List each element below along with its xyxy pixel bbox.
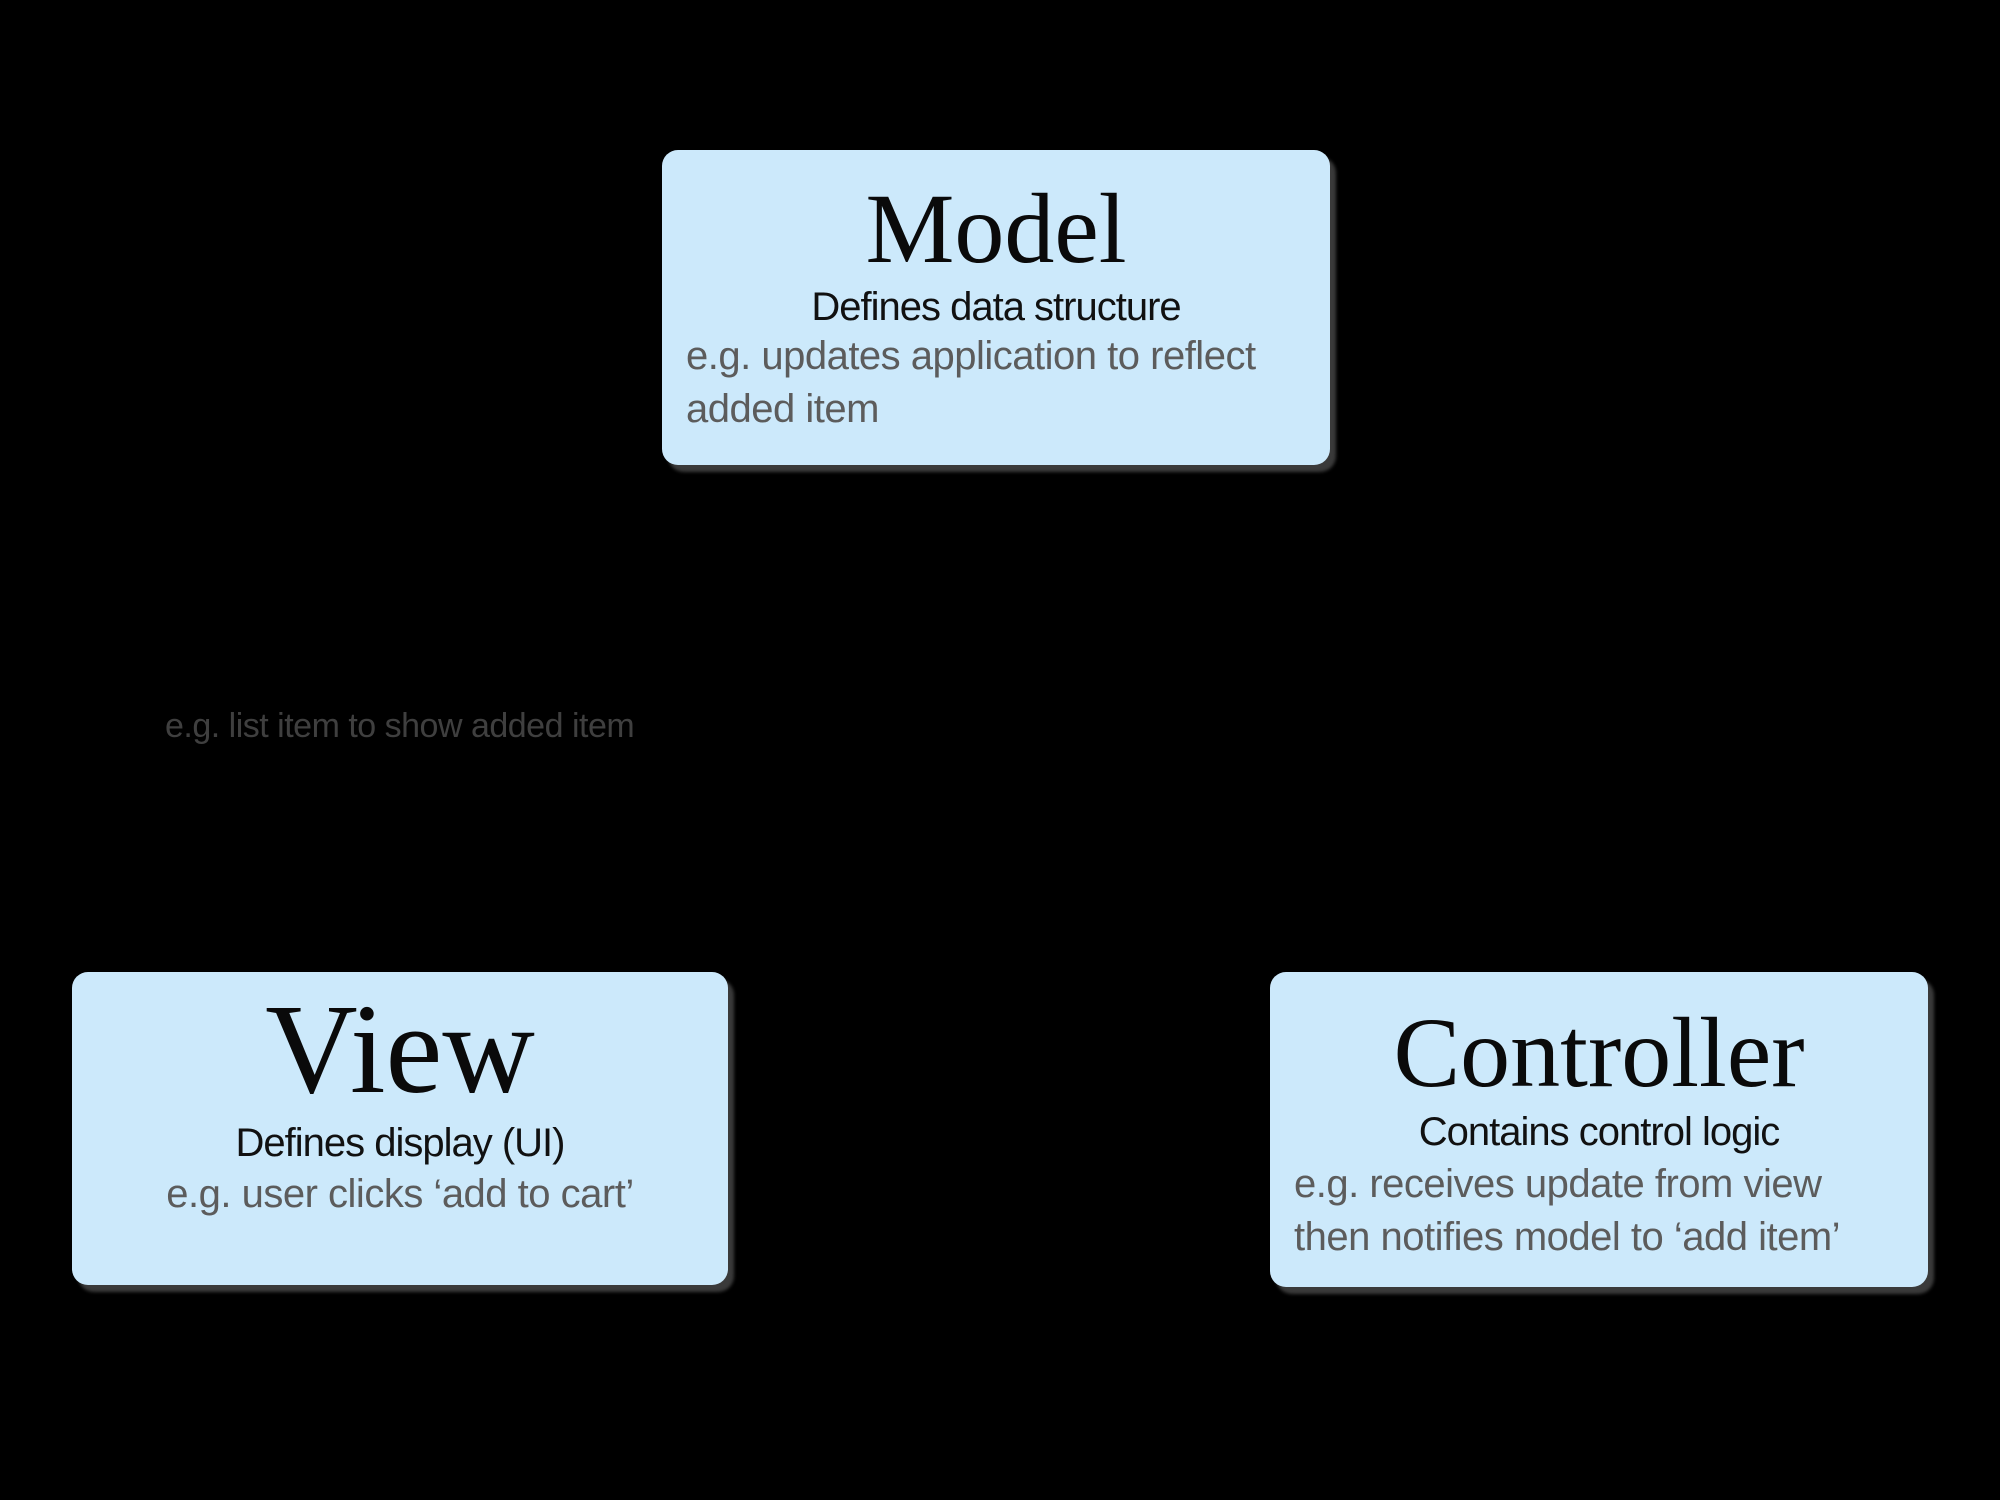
view-update-example-label: e.g. list item to show added item xyxy=(165,707,635,745)
model-box: Model Defines data structure e.g. update… xyxy=(662,150,1330,465)
view-box: View Defines display (UI) e.g. user clic… xyxy=(72,972,728,1285)
controller-box: Controller Contains control logic e.g. r… xyxy=(1270,972,1928,1287)
view-box-title: View xyxy=(265,978,535,1120)
controller-box-example: e.g. receives update from view then noti… xyxy=(1270,1158,1928,1264)
model-box-example-line: added item xyxy=(686,387,879,431)
model-box-subtitle: Defines data structure xyxy=(811,285,1181,329)
controller-box-example-line: e.g. receives update from view xyxy=(1294,1162,1822,1206)
model-box-example-line: e.g. updates application to reflect xyxy=(686,334,1256,378)
model-box-example: e.g. updates application to reflect adde… xyxy=(662,330,1330,436)
controller-box-subtitle: Contains control logic xyxy=(1418,1110,1780,1154)
view-box-example: e.g. user clicks ‘add to cart’ xyxy=(72,1168,728,1220)
controller-box-example-line: then notifies model to ‘add item’ xyxy=(1294,1215,1841,1259)
view-box-example-line: e.g. user clicks ‘add to cart’ xyxy=(166,1172,634,1216)
view-box-subtitle: Defines display (UI) xyxy=(235,1121,565,1165)
controller-box-title: Controller xyxy=(1393,997,1805,1108)
model-box-title: Model xyxy=(865,173,1127,284)
